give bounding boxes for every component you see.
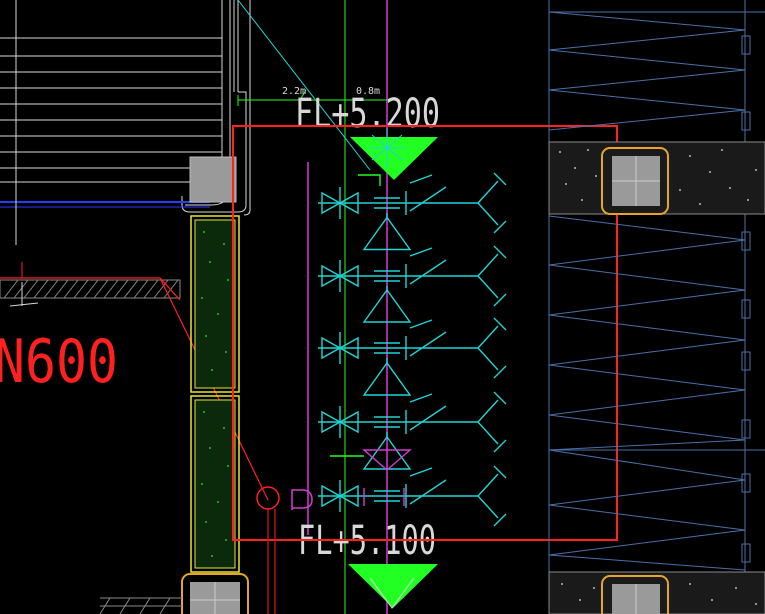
check-valve-icon [409, 247, 433, 257]
hatched-slab [0, 279, 181, 307]
right-truss [548, 0, 765, 614]
reducer-triangle-icon [362, 435, 412, 470]
level-label-top: FL+5.200 [295, 91, 440, 137]
gate-valve-icon [321, 410, 359, 434]
reducer-triangle-icon [362, 216, 412, 251]
dimension-2-2m: 2.2m [282, 86, 306, 97]
outlet-fork-icon [445, 172, 507, 234]
reducer-triangle-icon [362, 288, 412, 323]
gate-valve-icon [321, 484, 359, 508]
right-column-pins [741, 35, 751, 563]
outlet-fork-icon [445, 391, 507, 453]
hatch-bottom-left [99, 597, 182, 614]
dimension-label-n600: N600 [0, 327, 118, 397]
column-block [189, 156, 237, 203]
red-leader-line [0, 277, 269, 501]
green-dimension [237, 89, 307, 106]
check-valve-icon [409, 186, 447, 212]
wall-panel-column [190, 215, 240, 573]
outlet-fork-icon [445, 245, 507, 307]
cyan-diagonal [237, 0, 371, 171]
outlet-fork-icon [445, 317, 507, 379]
stair-block [0, 0, 251, 216]
column-marker-right-bottom [601, 575, 669, 614]
magenta-valve-icon [362, 449, 412, 506]
level-marker-top [350, 137, 438, 180]
column-marker-bottom-left [181, 573, 249, 614]
gate-valve-icon [321, 336, 359, 360]
red-marker-circle [256, 486, 280, 510]
column-marker-right-top [601, 147, 669, 215]
valve-manifold [318, 172, 507, 527]
check-valve-icon [409, 393, 433, 403]
dimension-0-8m: 0.8m [356, 86, 380, 97]
level-marker-bottom [348, 564, 438, 608]
star-symbol [368, 128, 406, 168]
bottom-chevron [369, 577, 415, 609]
check-valve-icon [409, 174, 433, 184]
check-valve-icon [409, 319, 433, 329]
selection-window[interactable] [232, 125, 618, 541]
reducer-triangle-icon [362, 361, 412, 396]
outlet-fork-icon [445, 465, 507, 527]
gate-valve-icon [321, 264, 359, 288]
check-valve-icon [409, 331, 447, 357]
check-valve-icon [409, 479, 447, 505]
gate-valve-icon [321, 191, 359, 215]
check-valve-icon [409, 259, 447, 285]
check-valve-icon [409, 467, 433, 477]
check-valve-icon [409, 405, 447, 431]
magenta-p-symbol [291, 489, 313, 510]
top-fitting [358, 174, 381, 186]
